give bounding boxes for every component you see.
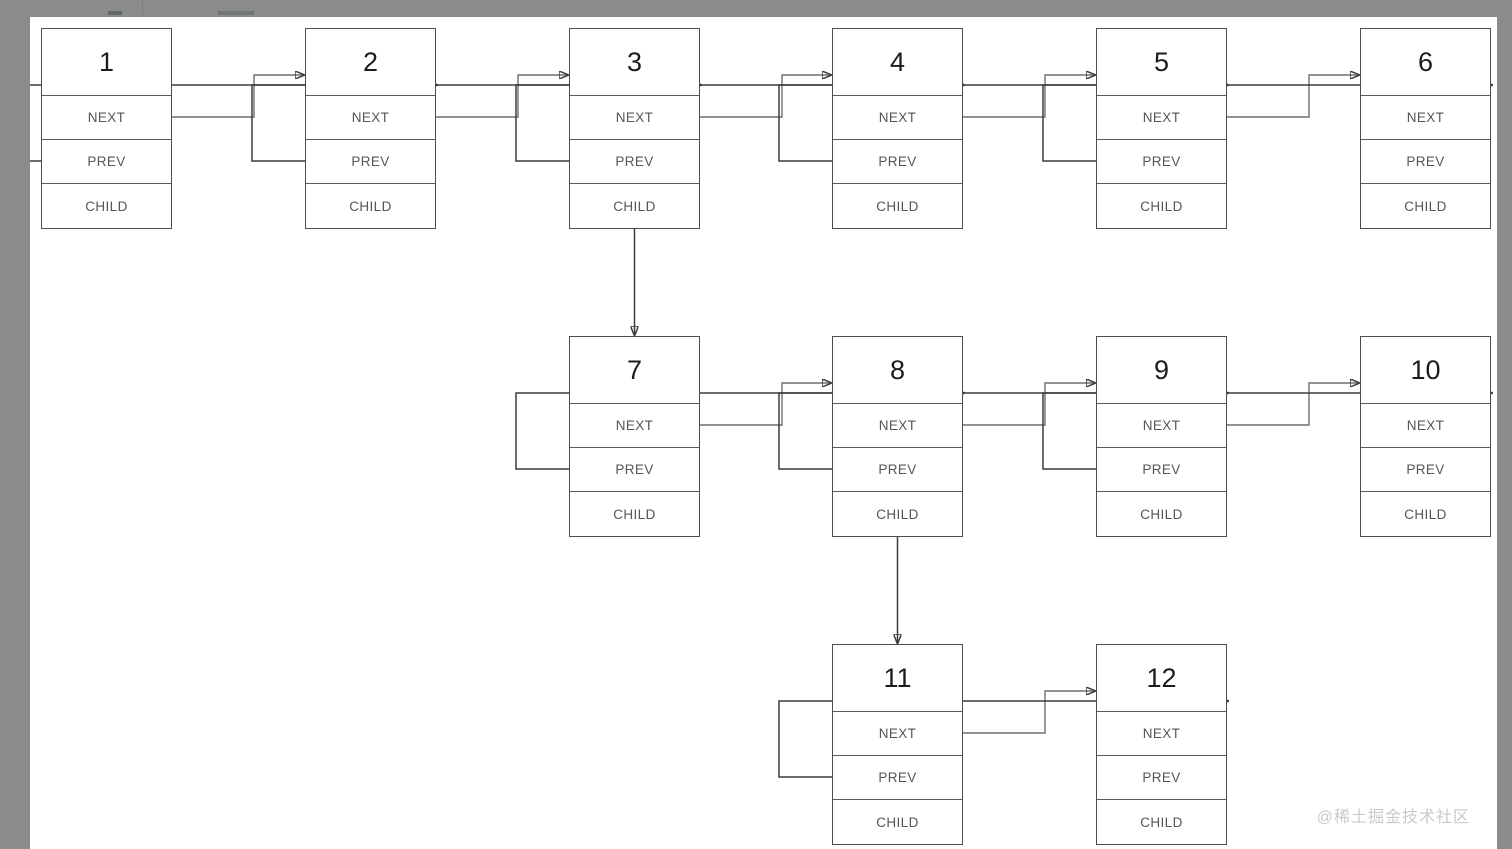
link-next-2-to-3 bbox=[436, 75, 568, 118]
node-8-field-child: CHILD bbox=[876, 506, 919, 522]
node-8-title: 8 bbox=[833, 337, 962, 404]
link-next-8-to-9 bbox=[963, 383, 1095, 426]
node-1-field-child: CHILD bbox=[85, 198, 128, 214]
node-1-field-prev: PREV bbox=[42, 140, 171, 184]
node-8-field-prev: PREV bbox=[833, 448, 962, 492]
node-11-title: 11 bbox=[833, 645, 962, 712]
node-5-field-prev: PREV bbox=[1097, 140, 1226, 184]
node-11-field-next: NEXT bbox=[833, 712, 962, 756]
node-8-field-next: NEXT bbox=[833, 404, 962, 448]
link-next-7-to-8 bbox=[700, 383, 831, 426]
node-12-field-prev: PREV bbox=[1097, 756, 1226, 800]
node-4-field-next: NEXT bbox=[833, 96, 962, 140]
node-9-field-next: NEXT bbox=[1097, 404, 1226, 448]
node-3-field-prev: PREV bbox=[570, 140, 699, 184]
node-2-field-child: CHILD bbox=[349, 198, 392, 214]
node-6-title: 6 bbox=[1361, 29, 1490, 96]
chrome-clipped-text-a bbox=[108, 11, 122, 15]
node-7-field-prev: PREV bbox=[570, 448, 699, 492]
node-12-field-child: CHILD bbox=[1140, 814, 1183, 830]
node-7-title: 7 bbox=[570, 337, 699, 404]
node-7-field-next: NEXT bbox=[570, 404, 699, 448]
connector-layer bbox=[30, 17, 1497, 778]
node-2-field-prev: PREV bbox=[306, 140, 435, 184]
node-6-field-prev: PREV bbox=[1361, 140, 1490, 184]
node-11-field-prev: PREV bbox=[833, 756, 962, 800]
link-next-3-to-4 bbox=[700, 75, 831, 118]
node-9-field-prev: PREV bbox=[1097, 448, 1226, 492]
node-3-title: 3 bbox=[570, 29, 699, 96]
link-next-4-to-5 bbox=[963, 75, 1095, 118]
node-6-field-next: NEXT bbox=[1361, 96, 1490, 140]
node-5-title: 5 bbox=[1097, 29, 1226, 96]
node-5-field-child: CHILD bbox=[1140, 198, 1183, 214]
node-1-title: 1 bbox=[42, 29, 171, 96]
node-4-title: 4 bbox=[833, 29, 962, 96]
node-4-field-prev: PREV bbox=[833, 140, 962, 184]
node-10-field-child: CHILD bbox=[1404, 506, 1447, 522]
link-next-9-to-10 bbox=[1227, 383, 1359, 426]
app-chrome-band bbox=[0, 0, 1512, 17]
node-5-field-next: NEXT bbox=[1097, 96, 1226, 140]
node-11-field-child: CHILD bbox=[876, 814, 919, 830]
node-1-field-next: NEXT bbox=[42, 96, 171, 140]
watermark: @稀土掘金技术社区 bbox=[1316, 809, 1470, 826]
node-7-field-child: CHILD bbox=[613, 506, 656, 522]
chrome-clipped-text-b bbox=[218, 11, 254, 15]
chrome-divider bbox=[142, 0, 143, 15]
node-3-field-next: NEXT bbox=[570, 96, 699, 140]
node-9-title: 9 bbox=[1097, 337, 1226, 404]
node-10-field-next: NEXT bbox=[1361, 404, 1490, 448]
node-3-field-child: CHILD bbox=[613, 198, 656, 214]
node-10-title: 10 bbox=[1361, 337, 1490, 404]
node-6-field-child: CHILD bbox=[1404, 198, 1447, 214]
node-10-field-prev: PREV bbox=[1361, 448, 1490, 492]
node-2-title: 2 bbox=[306, 29, 435, 96]
node-4-field-child: CHILD bbox=[876, 198, 919, 214]
link-next-11-to-12 bbox=[963, 691, 1095, 734]
node-2-field-next: NEXT bbox=[306, 96, 435, 140]
link-next-1-to-2 bbox=[172, 75, 304, 118]
node-12-title: 12 bbox=[1097, 645, 1226, 712]
link-next-5-to-6 bbox=[1227, 75, 1359, 118]
node-9-field-child: CHILD bbox=[1140, 506, 1183, 522]
node-12-field-next: NEXT bbox=[1097, 712, 1226, 756]
